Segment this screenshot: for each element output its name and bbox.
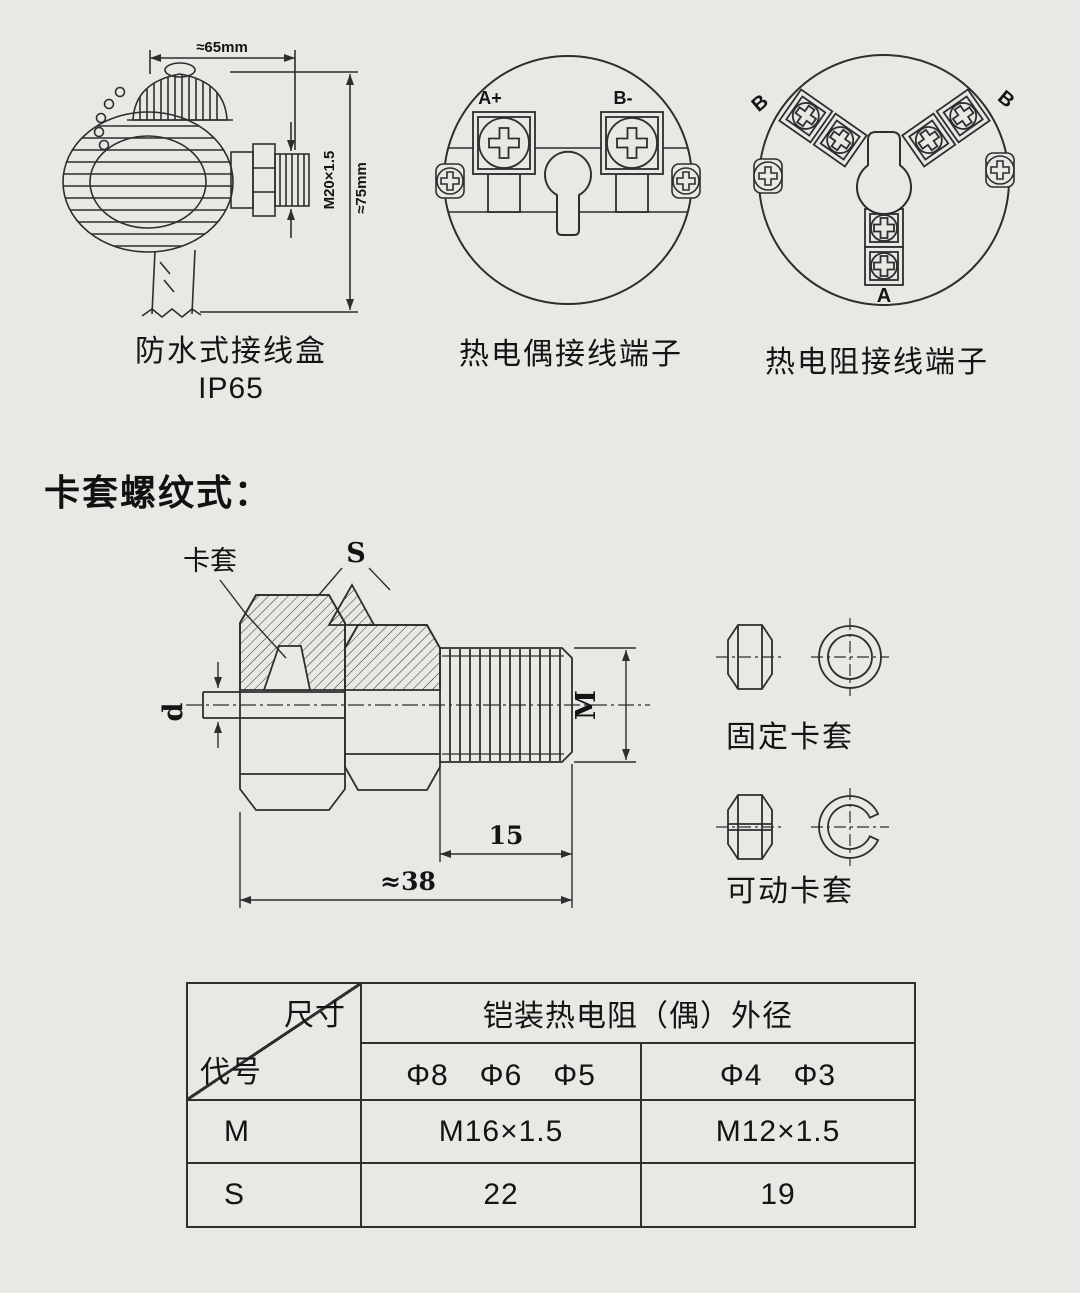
label-b-left: B [748, 90, 773, 116]
fixed-ferrule-front-view [811, 618, 889, 696]
thread-m20-label: M20×1.5 [321, 151, 338, 210]
dim-15 [439, 764, 573, 862]
terminal-pair-b-right [901, 88, 991, 168]
d-label: d [158, 702, 189, 721]
table-row: M M16×1.5 M12×1.5 [186, 1099, 916, 1164]
label-b-minus: B- [614, 88, 633, 108]
junction-box-caption: 防水式接线盒 [135, 335, 327, 368]
thermocouple-caption: 热电偶接线端子 [459, 338, 683, 371]
dim-65mm-label: ≈65mm [196, 39, 248, 56]
row-value: M12×1.5 [640, 1099, 916, 1164]
dim-38-label: ≈38 [380, 867, 436, 896]
housing-head [62, 111, 234, 253]
label-a-plus: A+ [478, 88, 502, 108]
conduit-entry [230, 143, 310, 217]
dim-75mm-label: ≈75mm [353, 162, 370, 214]
row-code: M [186, 1099, 362, 1164]
body-section-hatch [344, 624, 441, 691]
fixed-ferrule-side-view [716, 624, 784, 690]
corner-header-cell: 尺寸 代号 [186, 982, 362, 1101]
table-header: 铠装热电阻（偶）外径 [360, 982, 916, 1044]
side-screw-left [753, 158, 783, 194]
section-heading: 卡套螺纹式： [44, 472, 273, 513]
spec-table: 尺寸 代号 铠装热电阻（偶）外径 Φ8 Φ6 Φ5 Φ4 Φ3 M M16×1.… [186, 982, 916, 1228]
cap-chain [93, 86, 126, 151]
dim-65mm [149, 50, 296, 150]
terminal-pair-a [864, 208, 904, 286]
terminal-b-minus [600, 111, 664, 175]
ferrule-wedge [262, 645, 312, 691]
dim-75mm [200, 71, 358, 313]
terminal-pair-b-left [778, 88, 868, 168]
stem-tube [141, 249, 202, 319]
side-screw-left [435, 163, 465, 199]
side-screw-right [671, 163, 701, 199]
row-value: M16×1.5 [360, 1099, 642, 1164]
dim-38 [239, 812, 573, 908]
table-row: S 22 19 [186, 1162, 916, 1228]
rtd-caption: 热电阻接线端子 [765, 346, 989, 379]
screw-cap [127, 62, 233, 121]
label-a: A [877, 285, 891, 307]
corner-label-size: 尺寸 [284, 999, 346, 1032]
center-boss [856, 131, 912, 216]
side-screw-right [985, 152, 1015, 188]
movable-ferrule-side-view [716, 794, 784, 860]
corner-label-code: 代号 [200, 1056, 262, 1089]
fixed-ferrule-label: 固定卡套 [726, 721, 854, 754]
junction-box-drawing: ≈65mm M20×1.5 ≈75mm [62, 39, 370, 319]
row-code: S [186, 1162, 362, 1228]
movable-ferrule-front-view [811, 788, 889, 866]
row-value: 19 [640, 1162, 916, 1228]
fitting-body-hex [344, 624, 441, 791]
m-label: M [571, 690, 602, 720]
union-nut [239, 594, 346, 811]
label-b-right: B [993, 86, 1018, 112]
dim-m [574, 647, 636, 763]
center-boss [544, 150, 592, 236]
junction-box-rating: IP65 [198, 372, 264, 405]
diameter-group-1: Φ8 Φ6 Φ5 [360, 1042, 642, 1101]
s-label: S [346, 538, 366, 569]
movable-ferrule-label: 可动卡套 [726, 875, 854, 908]
row-value: 22 [360, 1162, 642, 1228]
dim-15-label: 15 [489, 821, 524, 850]
ferrule-label: 卡套 [183, 546, 237, 576]
ferrule-icons [716, 618, 889, 866]
diameter-group-2: Φ4 Φ3 [640, 1042, 916, 1101]
s-leader [317, 567, 391, 597]
terminal-a-plus [472, 111, 536, 175]
ferrule-leader [219, 579, 287, 659]
thermocouple-terminals-drawing: A+ B- [435, 55, 701, 305]
threaded-end [440, 647, 573, 763]
rtd-terminals-drawing: B B A [748, 54, 1018, 307]
probe-tube [202, 691, 345, 719]
compression-fitting-drawing: 卡套 S d M 15 ≈38 [158, 538, 650, 908]
